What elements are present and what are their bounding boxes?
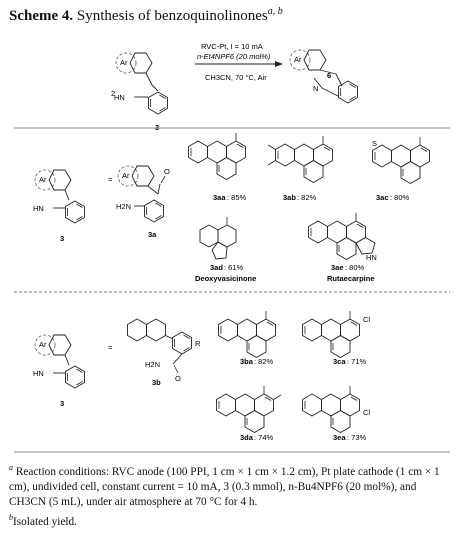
code-3ae: 3ae bbox=[331, 263, 344, 272]
code-3da: 3da bbox=[240, 433, 254, 442]
substrate-label: 3 bbox=[155, 123, 159, 132]
code-3ab: 3ab bbox=[283, 193, 296, 202]
equals-sign-2: = bbox=[108, 343, 113, 352]
structure-3ae: HN bbox=[308, 212, 377, 262]
footnote-a-mark: a bbox=[9, 463, 13, 472]
footnote-b-mark: b bbox=[9, 513, 13, 523]
scheme-title: Scheme 4. Synthesis of benzoquinolinones… bbox=[9, 6, 283, 25]
name-3ad: Deoxyvasicinone bbox=[195, 274, 256, 283]
svg-text:2: 2 bbox=[111, 89, 115, 98]
footnote: a Reaction conditions: RVC anode (100 PP… bbox=[9, 460, 449, 530]
label-3a: 3a bbox=[148, 230, 157, 239]
hn-label-s1: HN bbox=[33, 204, 44, 213]
label-3-sec2: 3 bbox=[60, 399, 64, 408]
footnote-marks: a, b bbox=[267, 6, 283, 17]
code-3ca: 3ca bbox=[333, 357, 346, 366]
ar-label-s2: Ar bbox=[39, 340, 47, 349]
r-label: R bbox=[195, 339, 201, 348]
yield-3ea: : 73% bbox=[347, 433, 367, 442]
product-6-ring: Ar N 6 bbox=[289, 49, 358, 104]
condition-solvent: CH3CN, 70 °C, Air bbox=[205, 73, 267, 82]
equals-sign: = bbox=[108, 175, 113, 184]
footnote-a-text: Reaction conditions: RVC anode (100 PPI,… bbox=[9, 465, 440, 509]
condition-electrolyte: n-Et4NPF6 (20 mol%) bbox=[197, 52, 271, 61]
ar-label-s1: Ar bbox=[39, 175, 47, 184]
hn-label-s2: HN bbox=[33, 369, 44, 378]
section-one: Ar HN 3 = Ar H2N O 3a 3aa : 85% 3ab : 82… bbox=[33, 132, 430, 283]
code-3ad: 3ad bbox=[210, 263, 223, 272]
cl-3ca: Cl bbox=[363, 315, 370, 324]
condition-current: RVC-Pt, I = 10 mA bbox=[201, 42, 263, 51]
yield-3ca: : 71% bbox=[347, 357, 367, 366]
yield-3da: : 74% bbox=[254, 433, 274, 442]
o-label-3a: O bbox=[164, 167, 170, 176]
structure-3ca: Cl bbox=[302, 310, 370, 358]
yield-3ab: : 82% bbox=[297, 193, 317, 202]
label-3b: 3b bbox=[152, 378, 161, 387]
structure-3ab bbox=[267, 135, 333, 183]
s-label: S bbox=[372, 139, 377, 148]
substrate-3b: R H2N O 3b bbox=[127, 318, 201, 387]
n-label: N bbox=[313, 84, 318, 93]
structure-3da bbox=[216, 385, 282, 433]
code-3ea: 3ea bbox=[333, 433, 346, 442]
yield-3aa: : 85% bbox=[227, 193, 247, 202]
scheme-figure: Ar HN 2 3 RVC-Pt, I = 10 mA n-Et4NPF6 (2… bbox=[14, 42, 450, 453]
scheme-label: Scheme 4. bbox=[9, 8, 74, 24]
yield-3ac: : 80% bbox=[390, 193, 410, 202]
o-label-3b: O bbox=[175, 374, 181, 383]
code-3aa: 3aa bbox=[213, 193, 226, 202]
code-3ba: 3ba bbox=[240, 357, 254, 366]
hn-indole: HN bbox=[366, 253, 377, 262]
structure-3aa bbox=[188, 132, 246, 180]
code-3ac: 3ac bbox=[376, 193, 389, 202]
reaction-scheme: Ar HN 2 3 RVC-Pt, I = 10 mA n-Et4NPF6 (2… bbox=[111, 42, 358, 132]
ar-label: Ar bbox=[120, 58, 128, 67]
h2n-label-3a: H2N bbox=[116, 202, 131, 211]
label-3-sec1: 3 bbox=[60, 234, 64, 243]
section-two: Ar HN 3 = R H2N O 3b 3ba : 82% Cl 3ca : … bbox=[33, 310, 370, 442]
structure-3ba bbox=[218, 310, 276, 358]
yield-3ae: : 80% bbox=[345, 263, 365, 272]
footnote-b: bIsolated yield. bbox=[9, 510, 449, 530]
scheme-text: Synthesis of benzoquinolinones bbox=[76, 8, 268, 24]
substrate-3-sec2: Ar HN 3 bbox=[33, 334, 85, 408]
yield-3ba: : 82% bbox=[254, 357, 274, 366]
structure-3ac: S bbox=[372, 136, 430, 184]
ar-label-product: Ar bbox=[294, 55, 302, 64]
footnote-a: a Reaction conditions: RVC anode (100 PP… bbox=[9, 460, 449, 510]
structure-3ea: Cl bbox=[302, 385, 370, 433]
substrate-3-sec1: Ar HN 3 bbox=[33, 169, 85, 243]
substrate-3a: Ar H2N O 3a bbox=[116, 165, 170, 239]
yield-3ad: : 61% bbox=[224, 263, 244, 272]
ring-number: 6 bbox=[327, 71, 331, 80]
h2n-label-3b: H2N bbox=[145, 360, 160, 369]
footnote-b-text: Isolated yield. bbox=[13, 516, 77, 529]
cl-3ea: Cl bbox=[363, 408, 370, 417]
substrate-3: Ar HN 2 3 bbox=[111, 52, 168, 132]
structure-3ad bbox=[199, 217, 237, 260]
ar-label-3a: Ar bbox=[122, 171, 130, 180]
hn-label: HN bbox=[114, 93, 125, 102]
name-3ae: Rutaecarpine bbox=[327, 274, 375, 283]
